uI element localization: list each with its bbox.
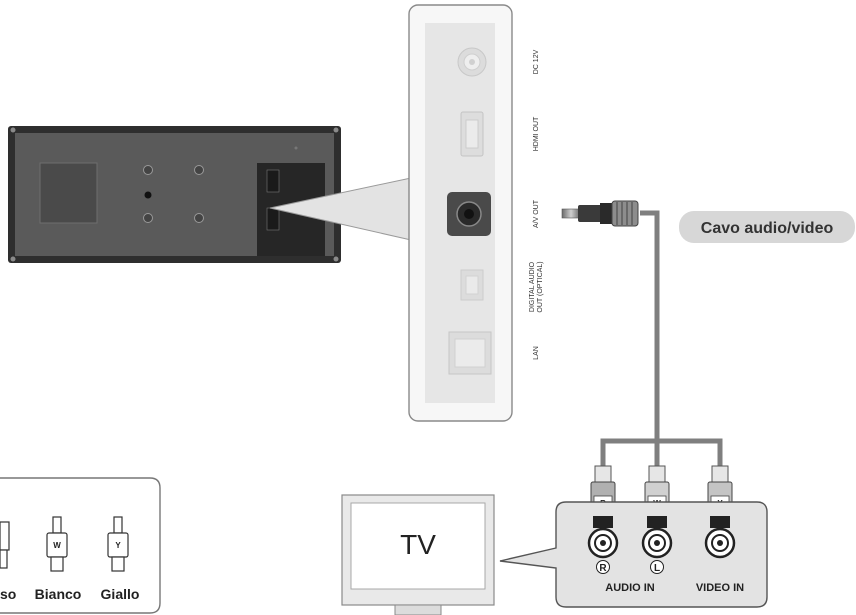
legend-plug-red-icon (0, 521, 10, 569)
center-hole-icon (144, 191, 152, 199)
legend-plug-yellow-icon: Y (107, 516, 129, 572)
port-label-dc: DC 12V (533, 49, 540, 74)
tv-panel-callout (499, 501, 768, 608)
rca-jack-white-icon (641, 516, 673, 559)
cable-label-badge: Cavo audio/video (679, 211, 855, 243)
rca-jack-yellow-icon (704, 516, 736, 559)
audio-in-label: AUDIO IN (605, 582, 655, 594)
jack-letter-l: L (654, 563, 660, 574)
lan-port-icon (448, 331, 492, 375)
tv-stand (394, 604, 442, 615)
av-out-port-icon (447, 192, 491, 236)
legend-letter-yellow: Y (115, 541, 121, 550)
legend-label-red: so (0, 586, 16, 602)
tv-input-panel: R L AUDIO IN VIDEO IN (499, 501, 768, 608)
television: TV (341, 494, 495, 615)
video-in-label: VIDEO IN (696, 582, 744, 594)
legend-label-yellow: Giallo (101, 586, 140, 602)
mount-hole-icon (194, 213, 204, 223)
corner-screw-icon (333, 127, 339, 133)
hdmi-port-icon (460, 111, 484, 157)
tv-screen (350, 502, 486, 590)
jack-letter-circle (650, 560, 664, 574)
mount-hole-icon (143, 213, 153, 223)
device-back-view (8, 126, 341, 263)
mini-jack-plug-icon (561, 200, 639, 227)
optical-port-icon (460, 269, 484, 301)
port-label-lan: LAN (533, 346, 540, 360)
cable-branch-yellow (657, 438, 723, 468)
jack-letter-circle (596, 560, 610, 574)
port-label-av: A/V OUT (533, 199, 540, 228)
indicator-dot-icon (294, 146, 298, 150)
mount-hole-icon (143, 165, 153, 175)
rca-jack-red-icon (587, 516, 619, 559)
legend-plug-white-icon: W (46, 516, 68, 572)
cable-label-bg (679, 211, 855, 243)
legend-label-white: Bianco (35, 586, 82, 602)
legend-frame (0, 477, 161, 614)
jack-letter-r: R (599, 563, 607, 574)
plug-color-legend: W Y so Bianco Giallo (0, 477, 161, 614)
port-label-digital-line2: OUT (OPTICAL) (537, 261, 544, 312)
port-label-hdmi: HDMI OUT (533, 116, 540, 151)
mount-hole-icon (194, 165, 204, 175)
cable-trunk (640, 210, 660, 441)
bay-port-icon (266, 169, 280, 193)
corner-screw-icon (10, 256, 16, 262)
cable-branch-red (600, 438, 657, 468)
cable-label-text: Cavo audio/video (701, 220, 834, 237)
port-panel: DC 12V HDMI OUT A/V OUT DIGITAL AUDIO OU… (408, 4, 544, 422)
av-cable (600, 210, 723, 468)
device-label-plate (39, 162, 98, 224)
tv-label: TV (400, 529, 436, 560)
corner-screw-icon (10, 127, 16, 133)
port-label-digital-line1: DIGITAL AUDIO (529, 261, 536, 312)
bay-port-icon (266, 207, 280, 231)
dc-port-icon (457, 47, 487, 77)
corner-screw-icon (333, 256, 339, 262)
legend-letter-white: W (53, 541, 61, 550)
